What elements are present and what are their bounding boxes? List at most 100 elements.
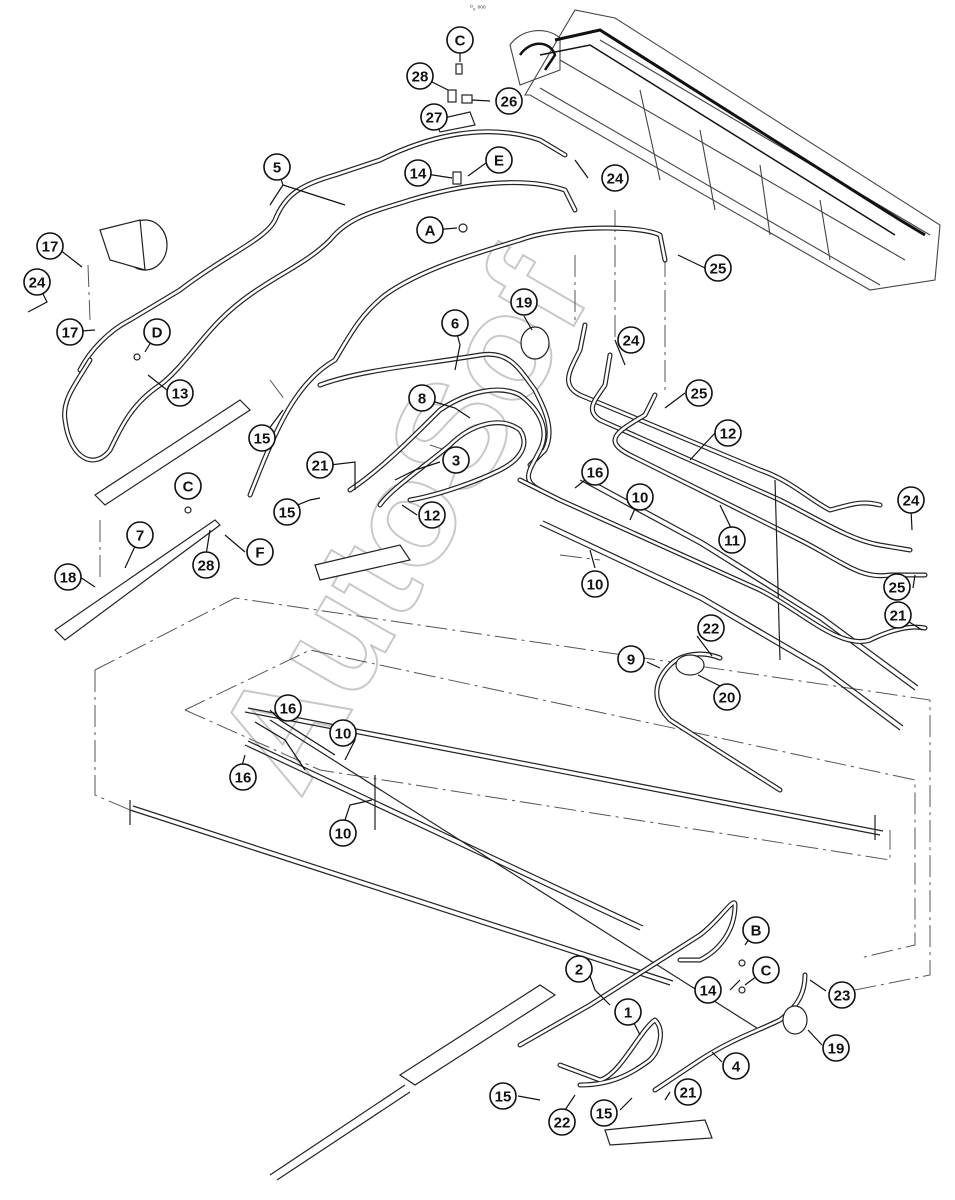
callout-circle [274,694,302,722]
callout-circle [495,87,523,115]
callout-number: C [183,479,194,496]
callout-number: 19 [828,1041,845,1058]
callout-number: 25 [889,580,906,597]
callout-number: 26 [501,94,518,111]
callout-number: 3 [452,453,460,470]
callout-number: 18 [60,570,77,587]
pipe-11 [612,392,928,579]
callout-24: 24 [23,268,51,296]
callout-number: 19 [516,295,533,312]
callout-14: 14 [404,159,432,187]
callout-19: 19 [822,1034,850,1062]
callout-circle [614,998,642,1026]
callout-circle [404,159,432,187]
callout-12: 12 [714,419,742,447]
callout-circle [565,955,593,983]
callout-12: 12 [418,501,446,529]
callout-20: 20 [713,683,741,711]
lift-cylinder-lower [269,984,557,1181]
leader-lines [27,40,923,1111]
callout-number: E [494,153,504,170]
callout-circle [23,268,51,296]
callout-17: 17 [56,318,84,346]
callout-A: A [416,216,444,244]
callout-26: 26 [495,87,523,115]
callout-circle [617,326,645,354]
header-frame [509,9,941,291]
callout-number: A [425,223,436,240]
callout-number: 16 [280,701,297,718]
callout-C: C [174,472,202,500]
callout-number: 15 [254,431,271,448]
callout-number: C [761,963,772,980]
callout-circle [713,683,741,711]
callout-circle [489,1082,517,1110]
clamp-parts [133,63,746,994]
callout-circle [442,446,470,474]
callout-circle [248,424,276,452]
callout-4: 4 [722,1052,750,1080]
callout-circle [722,1052,750,1080]
callout-circle [192,551,220,579]
callout-circle [697,614,725,642]
callout-C: C [446,26,474,54]
callout-28: 28 [406,62,434,90]
callout-circle [742,916,770,944]
callout-18: 18 [54,563,82,591]
pipe-6 [247,225,668,498]
callout-circle [581,570,609,598]
callout-number: 21 [680,1085,697,1102]
callout-number: 16 [235,770,252,787]
callout-circle [694,976,722,1004]
callout-number: 10 [335,726,352,743]
callout-14: 14 [694,976,722,1004]
callout-21: 21 [674,1078,702,1106]
pipe-1 [557,1017,663,1088]
callout-24: 24 [617,326,645,354]
callout-number: 15 [279,505,296,522]
callout-number: 28 [198,558,215,575]
callout-number: 24 [29,275,46,292]
callout-circle [704,254,732,282]
pipe-12 [566,322,913,553]
callout-21: 21 [884,601,912,629]
callout-number: 20 [719,690,736,707]
callout-circle [36,232,64,260]
callout-circle [510,288,538,316]
callout-number: 10 [587,577,604,594]
callout-number: 4 [732,1059,741,1076]
callout-number: 22 [554,1115,571,1132]
callout-circle [229,763,257,791]
pipe-8 [347,387,547,493]
callout-24: 24 [601,164,629,192]
callout-number: 21 [312,458,329,475]
callout-circle [418,501,446,529]
callout-15: 15 [489,1082,517,1110]
callout-number: 10 [632,490,649,507]
callout-number: 24 [607,171,624,188]
callout-27: 27 [420,103,448,131]
callout-6: 6 [441,309,469,337]
callout-22: 22 [548,1108,576,1136]
callout-16: 16 [229,763,257,791]
callout-19: 19 [510,288,538,316]
callout-number: 9 [627,652,635,669]
callout-circle [420,103,448,131]
callout-10: 10 [329,819,357,847]
callout-circle [306,451,334,479]
hydraulic-motor [99,219,168,271]
callout-circle [329,819,357,847]
callout-number: 6 [451,316,459,333]
callout-B: B [742,916,770,944]
callout-circle [273,498,301,526]
steel-strap-7 [54,519,221,641]
callout-circle [674,1078,702,1106]
callout-number: 25 [710,261,727,278]
callout-number: 22 [703,621,720,638]
pipe-9 [654,651,783,793]
callout-number: 7 [136,528,144,545]
callout-E: E [485,146,513,174]
callout-circle [883,573,911,601]
callout-28: 28 [192,551,220,579]
